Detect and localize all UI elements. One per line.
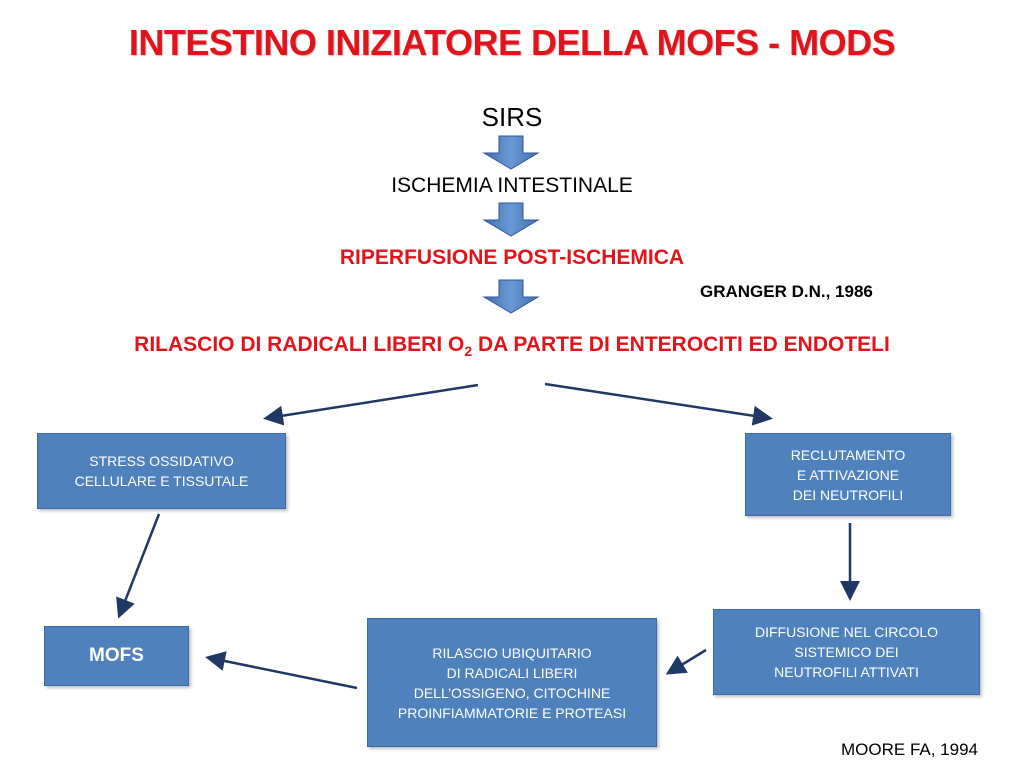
arrow-to-stress <box>263 383 479 426</box>
citation-granger: GRANGER D.N., 1986 <box>700 282 873 301</box>
arrow-stress-to-mofs <box>116 513 161 619</box>
box-mofs: MOFS <box>44 626 189 686</box>
block-arrow-down-1 <box>482 135 540 170</box>
slide-title: INTESTINO INIZIATORE DELLA MOFS - MODS <box>128 22 896 63</box>
box-rilascio-ubiquitario: RILASCIO UBIQUITARIO DI RADICALI LIBERI … <box>367 618 657 747</box>
box-reclutamento-neutrofili: RECLUTAMENTO E ATTIVAZIONE DEI NEUTROFIL… <box>745 433 951 516</box>
arrow-diffusione-to-rilascio <box>665 648 707 675</box>
block-arrow-down-2 <box>482 202 540 237</box>
step-ischemia: ISCHEMIA INTESTINALE <box>391 174 633 197</box>
box-stress-ossidativo: STRESS OSSIDATIVO CELLULARE E TISSUTALE <box>37 433 286 509</box>
step-rilascio-text-a: RILASCIO DI RADICALI LIBERI O <box>134 333 465 356</box>
arrow-to-reclutamento <box>544 382 773 426</box>
box-diffusione-circolo: DIFFUSIONE NEL CIRCOLO SISTEMICO DEI NEU… <box>713 609 980 695</box>
step-rilascio-subscript: 2 <box>464 343 473 359</box>
step-rilascio-text-b: DA PARTE DI ENTEROCITI ED ENDOTELI <box>472 333 890 356</box>
citation-moore: MOORE FA, 1994 <box>841 740 978 759</box>
step-rilascio-radicali: RILASCIO DI RADICALI LIBERI O2 DA PARTE … <box>0 333 1024 359</box>
step-sirs: SIRS <box>481 102 543 132</box>
step-riperfusione: RIPERFUSIONE POST-ISCHEMICA <box>339 246 685 269</box>
block-arrow-down-3 <box>482 279 540 314</box>
arrow-rilascio-to-mofs <box>205 651 358 690</box>
